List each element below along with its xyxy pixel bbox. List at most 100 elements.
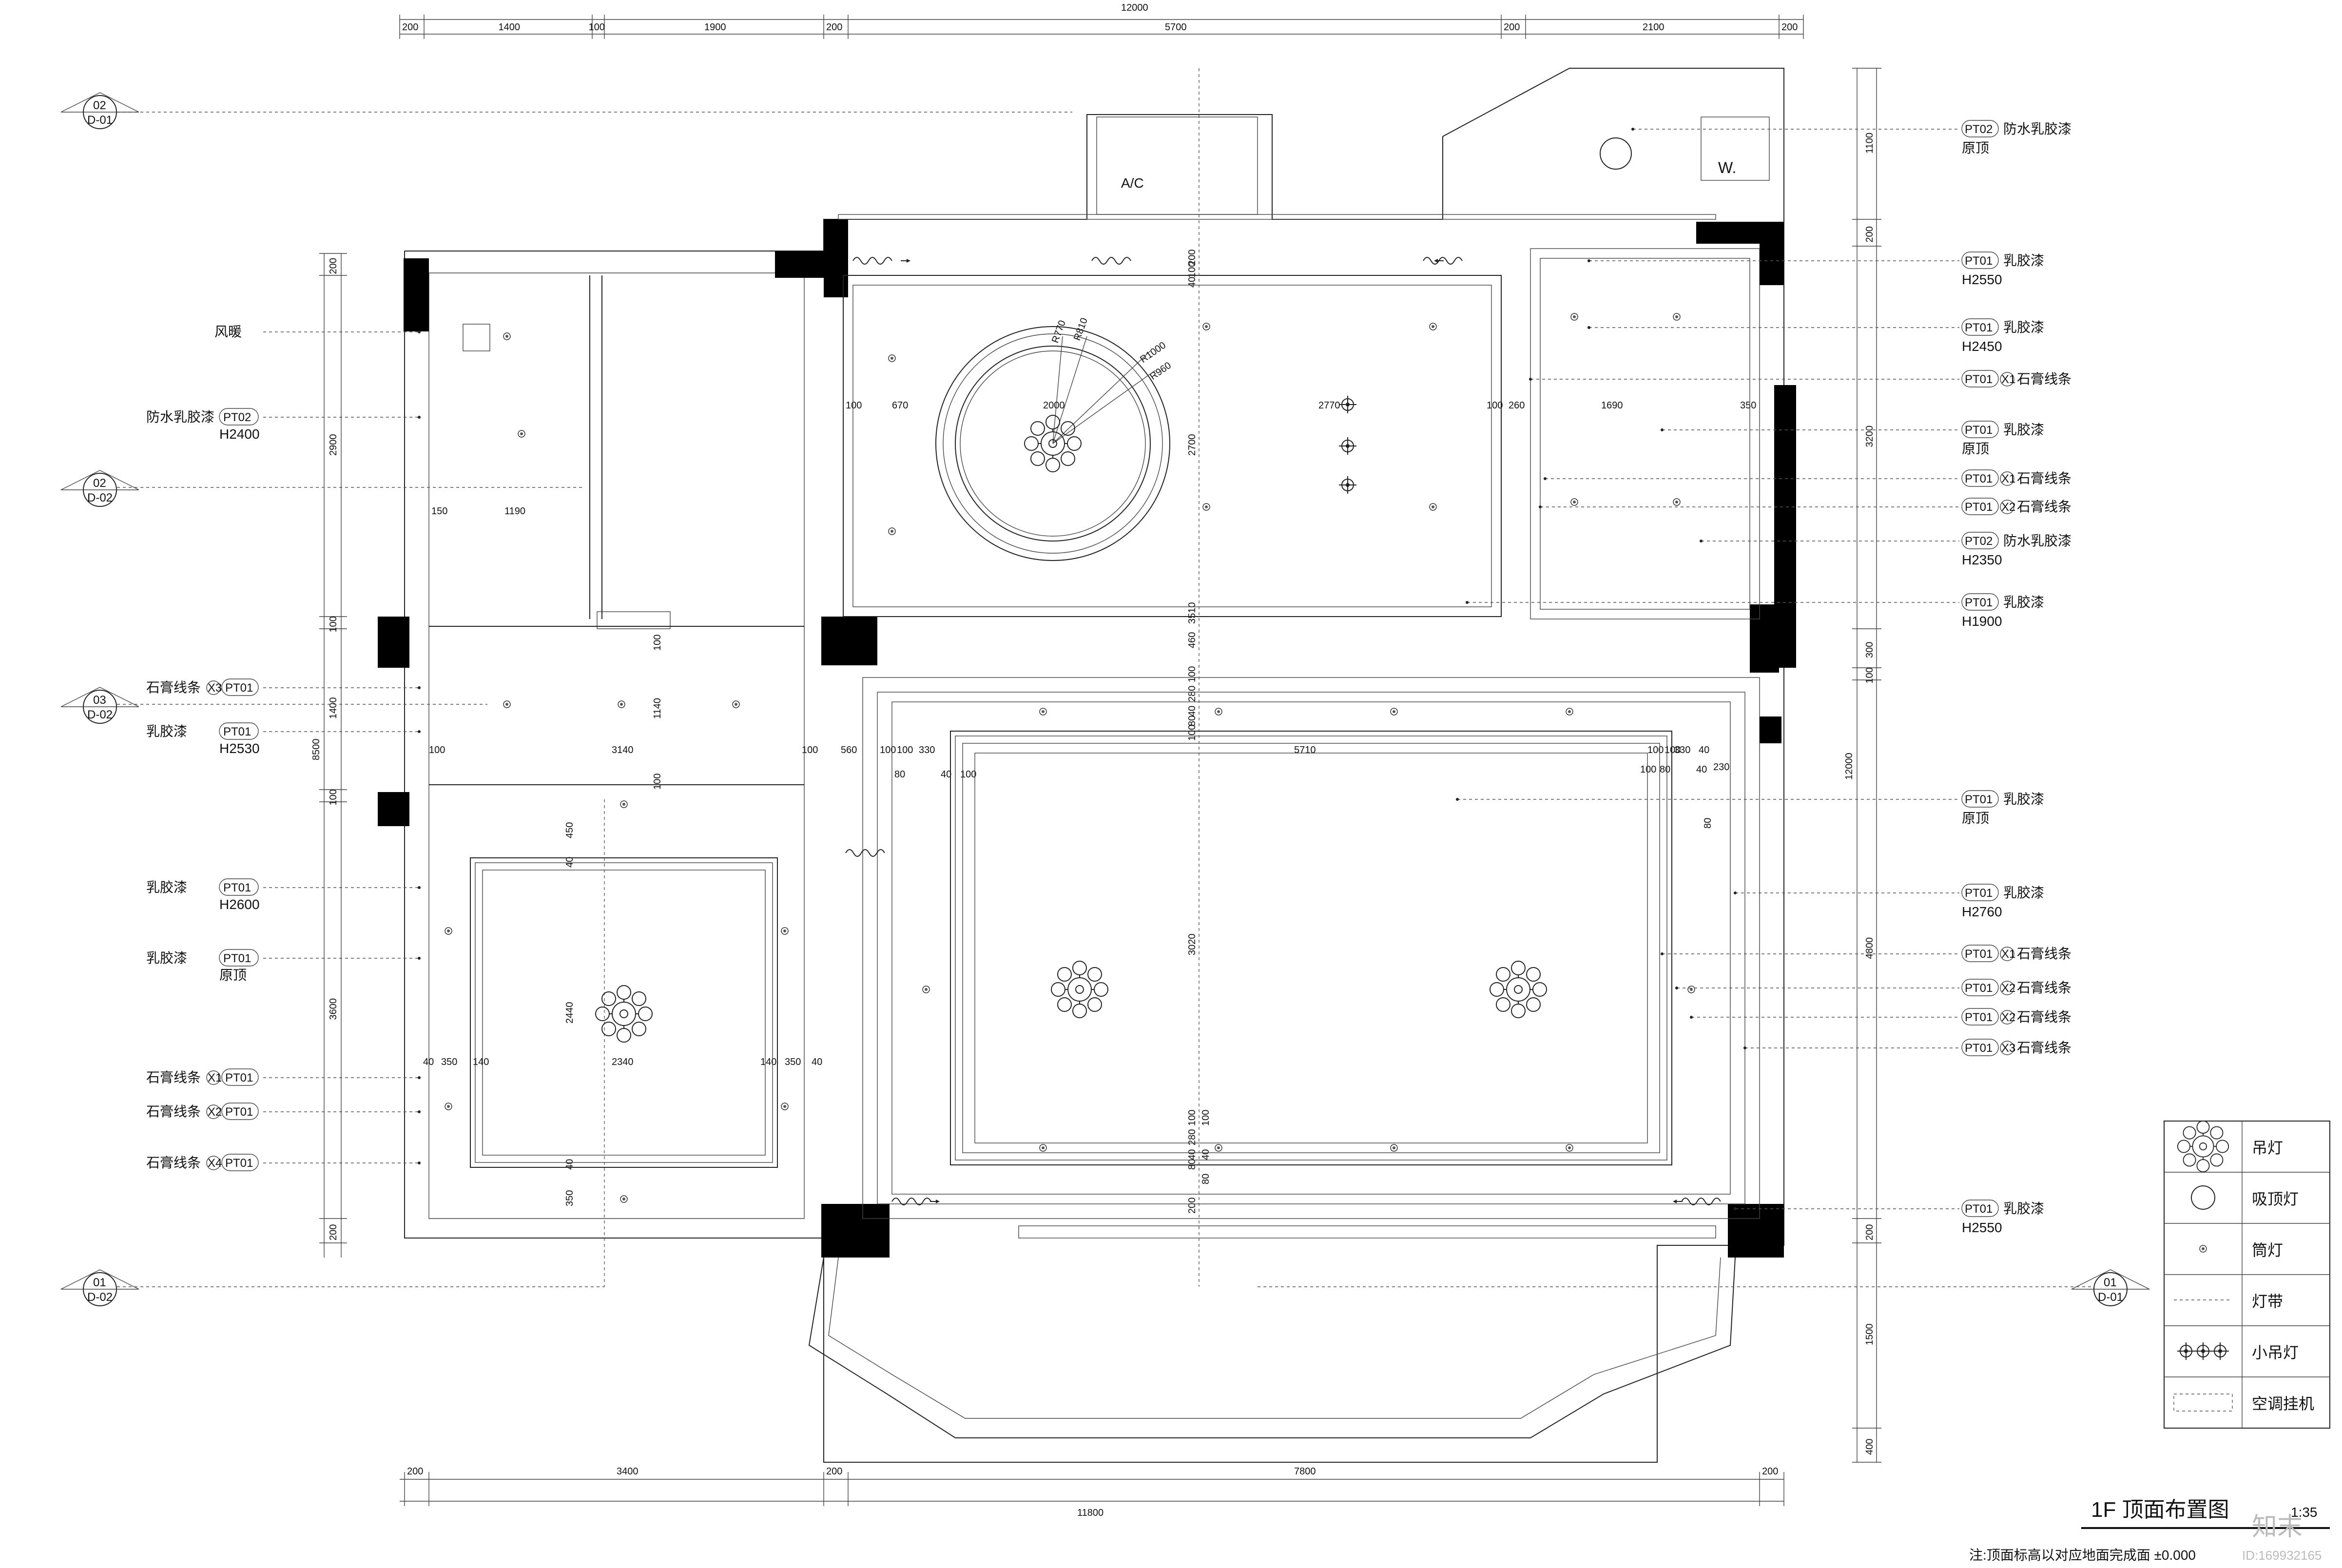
finish-code: X1 [208, 1071, 222, 1084]
dimension-label: 40 [1187, 277, 1198, 288]
ceiling-height: H2550 [1962, 1220, 2002, 1235]
ceiling-height: H2600 [219, 897, 260, 912]
ceiling-height: H1900 [1962, 614, 2002, 629]
dimension-label: 260 [1509, 400, 1525, 411]
dimension-label: 140 [473, 1057, 489, 1067]
finish-tag: PT01 [225, 681, 253, 695]
section-marker: 01D-02 [60, 1269, 139, 1306]
ceiling-height: H2760 [1962, 904, 2002, 919]
dimension-label: 100 [1647, 745, 1664, 755]
dimension-label: 200 [1864, 226, 1875, 242]
finish-tag: PT01 [225, 1071, 253, 1084]
dimension-label: 2340 [612, 1057, 634, 1067]
dimension-label: 2700 [1187, 434, 1198, 456]
dimension-label: 1400 [499, 22, 521, 33]
ceiling-height: H2400 [219, 426, 260, 442]
title-block: 1F 顶面布置图 1:35 注:顶面标高以对应地面完成面 ±0.000 知末 I… [1969, 1498, 2330, 1563]
dimension-label: R1000 [1138, 340, 1168, 365]
dimension-label: 280 [1187, 686, 1198, 702]
legend-label: 灯带 [2252, 1293, 2283, 1310]
section-reference: D-01 [2098, 1291, 2123, 1304]
dimension-label: 200 [1864, 1224, 1875, 1240]
finish-name: 乳胶漆 [2003, 595, 2044, 610]
finish-name: 乳胶漆 [2003, 792, 2044, 807]
dimension-label: 200 [1187, 250, 1198, 266]
ceiling-light-icon [2191, 1185, 2215, 1210]
dimension-label: 560 [841, 745, 857, 755]
section-number: 02 [93, 99, 106, 112]
dimension-label: 200 [328, 258, 339, 274]
finish-name: 防水乳胶漆 [2003, 121, 2071, 136]
finish-name: 乳胶漆 [2003, 1201, 2044, 1216]
dimension-label: 40 [941, 769, 951, 780]
finish-name: 石膏线条 [2017, 1040, 2071, 1055]
dimension-label: 100 [429, 745, 445, 755]
dimension-label: 100 [1487, 400, 1503, 411]
section-reference: D-02 [87, 1291, 113, 1304]
dimension-label: 1400 [328, 697, 339, 719]
ac-unit-icon [2173, 1394, 2233, 1412]
dimension-label: 100 [846, 400, 862, 411]
finish-tag: PT01 [1965, 472, 1993, 485]
dimension-label: 40 [1187, 1149, 1198, 1160]
dimension-label: 2100 [1643, 22, 1665, 33]
dimension-label: 200 [826, 22, 842, 33]
dimension-label: 300 [1864, 642, 1875, 658]
dimension-label: 200 [826, 1466, 842, 1477]
dimension-label: 40 [1696, 764, 1707, 775]
dimension-label: 100 [1187, 1110, 1198, 1126]
watermark-logo: 知末 [2252, 1513, 2303, 1541]
dimension-label: 100 [1640, 764, 1656, 775]
legend-label: 吊灯 [2252, 1139, 2283, 1157]
dimension-label: 200 [407, 1466, 423, 1477]
ac-mark: A/C [1121, 175, 1144, 191]
finish-tag: PT01 [1965, 373, 1993, 386]
finish-name: 石膏线条 [2017, 980, 2071, 995]
finish-code: X2 [2001, 1011, 2015, 1024]
section-reference: D-02 [87, 708, 113, 721]
dimension-label: 100 [1187, 666, 1198, 682]
dimension-label: 100 [1187, 725, 1198, 741]
dimension-label: 3510 [1187, 602, 1198, 624]
section-marker: 01D-01 [2071, 1269, 2150, 1306]
finish-name: 石膏线条 [146, 1104, 201, 1119]
dimension-label: 100 [652, 774, 663, 790]
dimension-label: 1140 [652, 698, 663, 719]
finish-tag: PT01 [223, 725, 251, 738]
ceiling-height: H2450 [1962, 339, 2002, 354]
finish-name: 乳胶漆 [146, 880, 187, 895]
finish-code: X2 [2001, 982, 2015, 995]
dimension-label: 1900 [704, 22, 726, 33]
dimension-label: 350 [441, 1057, 457, 1067]
finish-name: 乳胶漆 [146, 724, 187, 739]
dimension-total: 12000 [1844, 753, 1855, 780]
finish-name: 乳胶漆 [2003, 320, 2044, 335]
legend-label: 吸顶灯 [2252, 1190, 2299, 1208]
dimension-label: 330 [1674, 745, 1690, 755]
dimension-label: 1100 [1864, 133, 1875, 154]
finish-name: 石膏线条 [2017, 946, 2071, 961]
dimension-label: 2770 [1318, 400, 1340, 411]
dimension-label: 80 [1187, 716, 1198, 726]
finish-tag: PT02 [223, 411, 251, 424]
drawing-title: 1F 顶面布置图 [2091, 1498, 2229, 1522]
dimension-label: 40 [1699, 745, 1709, 755]
dimension-label: 3400 [617, 1466, 639, 1477]
dimension-label: 100 [1200, 1110, 1211, 1126]
finish-name: 风暖 [214, 324, 242, 339]
finish-name: 石膏线条 [2017, 1009, 2071, 1025]
section-number: 01 [2104, 1276, 2117, 1289]
